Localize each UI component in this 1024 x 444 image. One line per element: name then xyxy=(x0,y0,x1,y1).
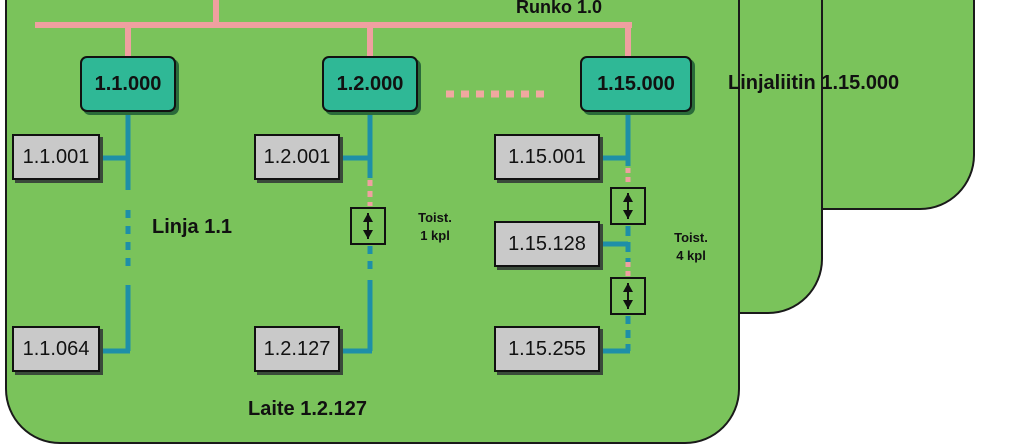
area-panel-middle xyxy=(735,0,823,314)
repeater-note-line15: Toist. 4 kpl xyxy=(666,229,716,265)
repeater-icon[interactable] xyxy=(610,187,646,225)
repeater-note-count: 4 kpl xyxy=(676,248,706,263)
line-coupler-15[interactable]: 1.15.000 xyxy=(580,56,692,112)
device-1-1-001[interactable]: 1.1.001 xyxy=(12,134,100,180)
device-1-15-128[interactable]: 1.15.128 xyxy=(494,221,600,267)
repeater-icon[interactable] xyxy=(610,277,646,315)
line-coupler-2[interactable]: 1.2.000 xyxy=(322,56,418,112)
up-down-arrow-icon xyxy=(363,213,373,239)
repeater-note-title: Toist. xyxy=(674,230,708,245)
device-1-15-255[interactable]: 1.15.255 xyxy=(494,326,600,372)
up-down-arrow-icon xyxy=(623,193,633,219)
device-1-1-064[interactable]: 1.1.064 xyxy=(12,326,100,372)
backbone-label: Runko 1.0 xyxy=(516,0,603,17)
area-panel-back xyxy=(820,0,975,210)
repeater-icon[interactable] xyxy=(350,207,386,245)
repeater-note-count: 1 kpl xyxy=(420,228,450,243)
device-1-15-001[interactable]: 1.15.001 xyxy=(494,134,600,180)
line-label: Linja 1.1 xyxy=(152,216,233,238)
line-coupler-1[interactable]: 1.1.000 xyxy=(80,56,176,112)
repeater-note-line2: Toist. 1 kpl xyxy=(410,209,460,245)
device-1-2-001[interactable]: 1.2.001 xyxy=(254,134,340,180)
up-down-arrow-icon xyxy=(623,283,633,309)
line-coupler-caption: Linjaliitin 1.15.000 xyxy=(728,72,900,94)
device-caption: Laite 1.2.127 xyxy=(248,398,367,420)
device-1-2-127[interactable]: 1.2.127 xyxy=(254,326,340,372)
repeater-note-title: Toist. xyxy=(418,210,452,225)
